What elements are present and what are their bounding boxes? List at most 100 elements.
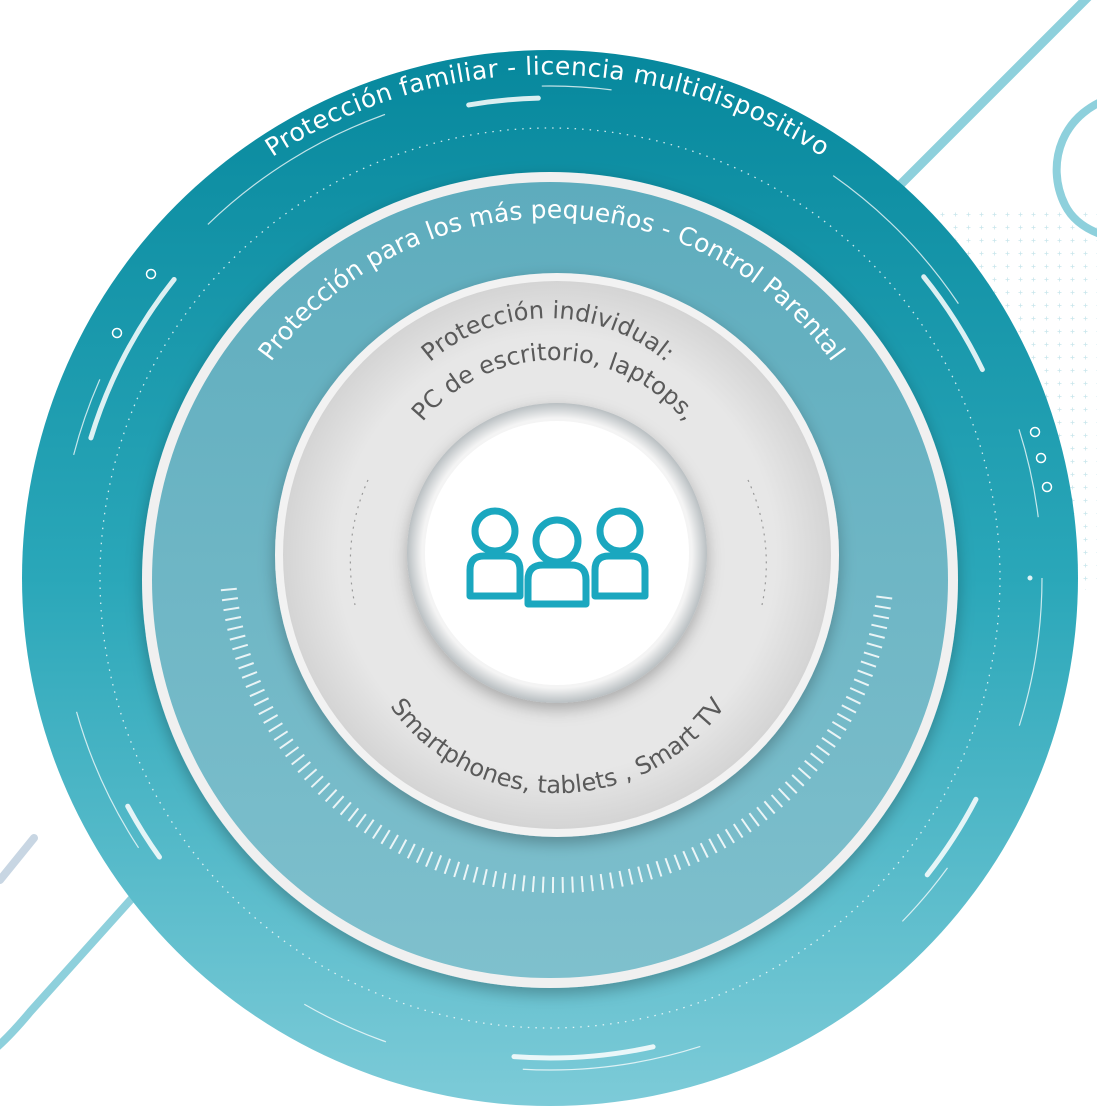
tick-mark xyxy=(699,842,709,858)
tick-mark xyxy=(502,872,507,889)
tick-mark xyxy=(831,720,847,731)
tick-mark xyxy=(571,876,574,893)
tick-mark xyxy=(279,738,294,750)
tick-mark xyxy=(324,789,338,803)
tick-mark xyxy=(590,875,594,892)
tick-mark xyxy=(223,606,240,612)
tick-mark xyxy=(756,806,768,821)
tick-mark xyxy=(876,595,893,600)
tick-mark xyxy=(868,633,885,639)
tick-mark xyxy=(860,660,877,668)
tick-mark xyxy=(285,746,300,758)
dashed-arc-right xyxy=(747,479,767,606)
person-head-right xyxy=(596,507,644,555)
tick-mark xyxy=(372,824,383,840)
orbit-node xyxy=(111,327,123,339)
tick-mark xyxy=(784,781,798,794)
tick-mark xyxy=(609,872,614,889)
tick-mark xyxy=(521,875,526,892)
tick-mark xyxy=(263,714,279,724)
tick-mark xyxy=(221,597,239,602)
orbit-nodes xyxy=(111,268,1053,493)
tick-mark xyxy=(229,634,246,641)
tick-mark xyxy=(291,753,305,766)
tick-mark xyxy=(310,775,324,788)
tick-mark xyxy=(724,828,735,844)
person-head-center xyxy=(532,516,582,566)
tick-mark xyxy=(472,866,479,883)
tick-mark xyxy=(434,855,443,871)
tick-mark xyxy=(748,812,760,827)
tick-mark xyxy=(777,787,791,801)
tick-mark xyxy=(637,866,644,883)
tick-mark xyxy=(355,813,367,828)
tick-mark xyxy=(866,642,883,649)
orbit-node xyxy=(1029,426,1041,438)
tick-mark xyxy=(655,860,663,877)
tick-mark xyxy=(253,697,270,707)
thin-orbit-segments xyxy=(57,85,1043,1071)
outer-ring-decorations xyxy=(57,85,1043,1071)
tick-mark xyxy=(836,712,852,723)
tick-mark xyxy=(863,651,880,659)
tick-mark xyxy=(249,688,265,698)
tick-mark xyxy=(871,623,888,630)
tick-mark xyxy=(425,851,434,867)
orbit-node xyxy=(1035,452,1047,464)
tick-mark xyxy=(227,625,244,631)
tick-mark xyxy=(220,587,237,592)
group-of-people-icon xyxy=(466,507,649,608)
person-body-right xyxy=(591,552,649,600)
tick-mark xyxy=(815,744,830,756)
tick-mark xyxy=(763,800,776,815)
tick-mark xyxy=(740,818,752,833)
tick-mark xyxy=(804,759,818,772)
tick-mark xyxy=(492,871,498,888)
tick-mark xyxy=(682,850,691,867)
tick-mark xyxy=(791,774,805,787)
tick-mark xyxy=(363,819,375,834)
tick-mark xyxy=(511,874,516,891)
tick-mark xyxy=(853,678,870,687)
tick-mark xyxy=(443,858,451,875)
tick-mark xyxy=(646,863,653,880)
tick-mark xyxy=(541,876,545,893)
tick-mark xyxy=(664,857,672,874)
tick-mark xyxy=(691,846,700,863)
tick-mark xyxy=(232,643,249,651)
tick-mark xyxy=(268,722,283,733)
tick-mark xyxy=(580,876,584,893)
tick-mark xyxy=(874,604,891,610)
tick-mark xyxy=(347,807,360,822)
tick-mark xyxy=(241,671,258,679)
tick-mark xyxy=(599,873,604,891)
tick-mark xyxy=(873,614,890,620)
tick-mark xyxy=(317,782,331,796)
tick-mark xyxy=(453,861,461,878)
tick-mark xyxy=(332,795,345,809)
tick-mark xyxy=(406,843,416,859)
tick-mark xyxy=(673,854,682,871)
person-head-left xyxy=(471,507,519,555)
tick-mark xyxy=(235,653,251,660)
tick-mark xyxy=(258,705,274,716)
inner-disc-dashed-arcs xyxy=(349,479,767,606)
person-body-left xyxy=(466,552,524,600)
tick-mark xyxy=(415,847,425,864)
tick-mark xyxy=(841,704,857,714)
tick-mark xyxy=(849,687,866,696)
middle-ring-tick-marks xyxy=(220,587,893,894)
tick-mark xyxy=(627,868,634,885)
tick-mark xyxy=(245,679,261,689)
person-body-center xyxy=(524,561,590,608)
tick-mark xyxy=(297,761,311,774)
tick-mark xyxy=(225,616,242,622)
tick-mark xyxy=(397,839,408,855)
tick-mark xyxy=(821,736,836,748)
tick-mark xyxy=(708,838,718,854)
tick-mark xyxy=(339,801,352,816)
orbit-node xyxy=(1041,481,1053,493)
tick-mark xyxy=(482,868,488,886)
tick-mark xyxy=(273,730,289,741)
